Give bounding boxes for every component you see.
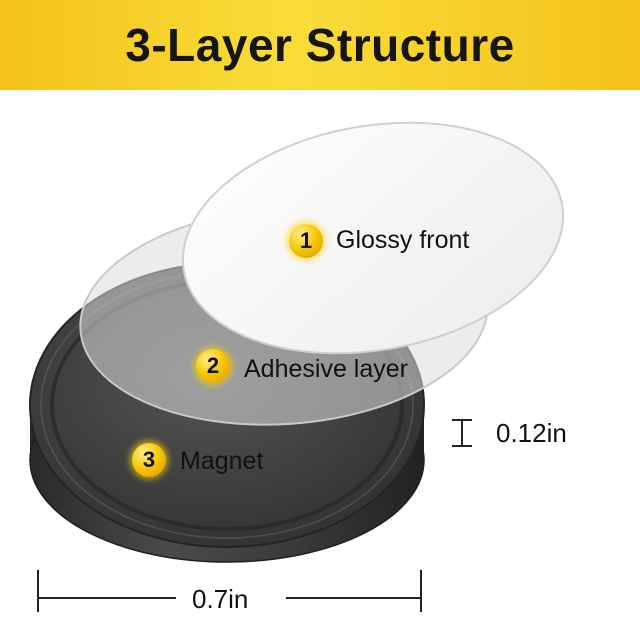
thickness-label: 0.12in [496,418,567,448]
diameter-label: 0.7in [192,584,249,614]
diameter-marker [37,570,422,612]
layer-1-badge: 1 [289,224,323,258]
glossy-front-disc [181,121,565,355]
layer-2-badge: 2 [196,349,230,383]
layer-3-badge: 3 [132,443,166,477]
page-title: 3-Layer Structure [125,19,515,71]
title-banner [0,0,640,90]
thickness-marker [452,419,472,447]
layer-2-label: Adhesive layer [244,355,408,383]
layer-1-label: Glossy front [336,226,470,254]
layer-3-label: Magnet [180,447,264,475]
